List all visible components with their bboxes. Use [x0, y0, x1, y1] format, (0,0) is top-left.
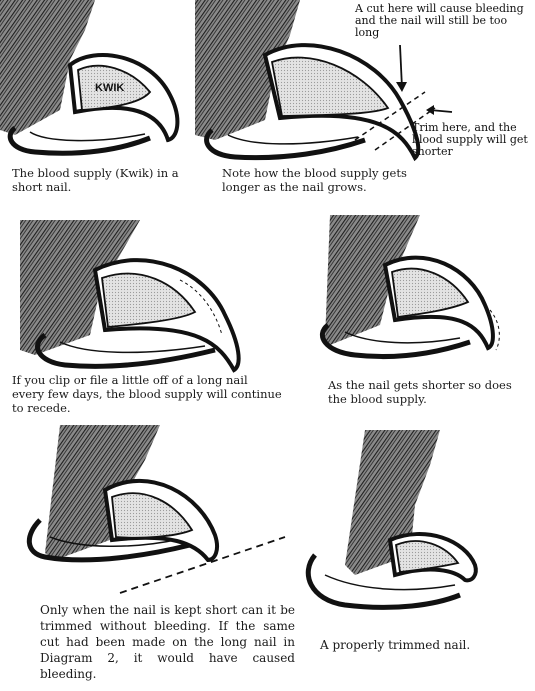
trim-line-illustration [0, 425, 300, 600]
toe-pad-inner [228, 135, 358, 144]
caption-shorter: As the nail gets shorter so does the blo… [328, 378, 528, 406]
receding-illustration [0, 210, 290, 375]
panel-receding: If you clip or file a little off of a lo… [0, 210, 290, 425]
panel-short-nail: KWIK The blood supply (Kwik) in a short … [0, 0, 200, 210]
trimmed-illustration [300, 425, 535, 625]
caption-trim-line: Only when the nail is kept short can it … [40, 602, 295, 682]
caption-receding: If you clip or file a little off of a lo… [12, 373, 282, 415]
caption-long-nail: Note how the blood supply gets longer as… [222, 166, 422, 194]
caption-trimmed: A properly trimmed nail. [320, 638, 520, 652]
toe-pad-inner [60, 342, 205, 352]
panel-shorter: As the nail gets shorter so does the blo… [300, 210, 535, 425]
annotation-trim: Trim here, and the blood supply will get… [412, 122, 532, 158]
toe-pad-inner [30, 132, 145, 141]
arrow-cut-head [396, 82, 407, 92]
panel-trim-line: Only when the nail is kept short can it … [0, 425, 300, 691]
panel-trimmed: A properly trimmed nail. [300, 425, 535, 691]
toe-pad-inner [345, 332, 460, 343]
annotation-cut: A cut here will cause bleeding and the n… [355, 3, 525, 39]
toe-pad-inner [325, 575, 455, 590]
short-nail-illustration: KWIK [0, 0, 200, 165]
caption-short-nail: The blood supply (Kwik) in a short nail. [12, 166, 192, 194]
panel-long-nail: A cut here will cause bleeding and the n… [190, 0, 535, 210]
kwik-label: KWIK [95, 82, 124, 94]
arrow-cut [400, 45, 402, 88]
shorter-illustration [300, 210, 535, 370]
